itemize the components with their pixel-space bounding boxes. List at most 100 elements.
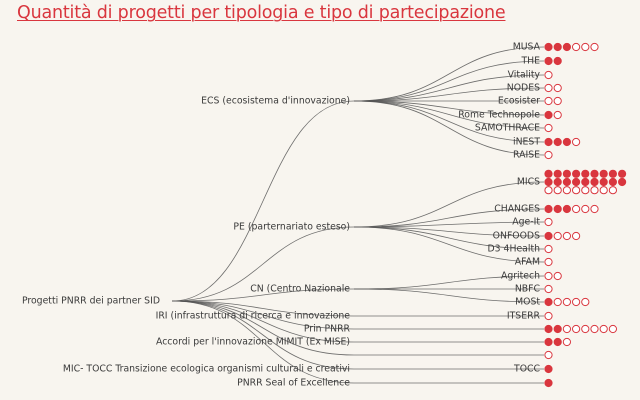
- project-dot-filled[interactable]: [562, 204, 572, 214]
- category-label-iri-infrastruttura-di-ricerca-e-innovazione[interactable]: IRI (infrastruttura di ricerca e innovaz…: [156, 311, 351, 322]
- project-dot-empty[interactable]: [562, 324, 572, 334]
- project-dot-filled[interactable]: [608, 169, 618, 178]
- page-title[interactable]: Quantità di progetti per tipologia e tip…: [17, 3, 506, 23]
- project-dot-empty[interactable]: [581, 42, 590, 52]
- project-dot-empty[interactable]: [553, 186, 562, 195]
- project-dot-filled[interactable]: [572, 177, 581, 187]
- project-dot-empty[interactable]: [544, 186, 553, 195]
- project-dot-empty[interactable]: [553, 297, 562, 307]
- project-dot-filled[interactable]: [581, 177, 590, 187]
- project-dot-empty[interactable]: [553, 271, 562, 281]
- project-dot-filled[interactable]: [544, 204, 553, 214]
- project-label-inest[interactable]: iNEST: [513, 137, 540, 148]
- project-dot-filled[interactable]: [544, 324, 553, 334]
- project-dot-empty[interactable]: [553, 83, 562, 93]
- project-label-nodes[interactable]: NODES: [507, 83, 540, 94]
- project-dot-filled[interactable]: [599, 169, 608, 178]
- project-dot-empty[interactable]: [572, 42, 581, 52]
- category-label-accordi-per-l-innovazione-mimit-ex-mise[interactable]: Accordi per l'innovazione MIMIT (Ex MISE…: [156, 337, 350, 348]
- project-dot-filled[interactable]: [544, 177, 553, 187]
- project-label-musa[interactable]: MUSA: [513, 42, 541, 53]
- project-dot-filled[interactable]: [590, 177, 599, 187]
- project-dot-filled[interactable]: [618, 177, 627, 187]
- project-dot-empty[interactable]: [544, 284, 553, 294]
- project-label-itserr[interactable]: ITSERR: [507, 311, 541, 322]
- project-dot-filled[interactable]: [544, 337, 553, 347]
- category-label-ecs-ecosistema-d-innovazione[interactable]: ECS (ecosistema d'innovazione): [201, 96, 350, 107]
- project-dot-filled[interactable]: [553, 137, 562, 147]
- project-dot-filled[interactable]: [590, 169, 599, 178]
- project-dot-empty[interactable]: [553, 96, 562, 106]
- project-dot-filled[interactable]: [544, 56, 553, 66]
- project-label-mics[interactable]: MICS: [517, 177, 540, 188]
- project-dot-filled[interactable]: [553, 324, 562, 334]
- project-dot-filled[interactable]: [608, 177, 618, 187]
- project-dot-filled[interactable]: [562, 137, 572, 147]
- project-label-most[interactable]: MOSt: [515, 297, 540, 308]
- project-dot-filled[interactable]: [553, 337, 562, 347]
- project-dot-filled[interactable]: [544, 137, 553, 147]
- project-dot-empty[interactable]: [581, 324, 590, 334]
- project-dot-filled[interactable]: [618, 169, 627, 178]
- project-dot-empty[interactable]: [544, 311, 553, 321]
- project-dot-empty[interactable]: [544, 123, 553, 133]
- project-dot-empty[interactable]: [572, 324, 581, 334]
- root-node-label[interactable]: Progetti PNRR dei partner SID: [22, 296, 160, 307]
- project-dot-filled[interactable]: [599, 177, 608, 187]
- project-dot-empty[interactable]: [599, 324, 608, 334]
- project-dot-filled[interactable]: [553, 169, 562, 178]
- project-dot-empty[interactable]: [544, 257, 553, 267]
- category-label-cn-centro-nazionale[interactable]: CN (Centro Nazionale: [250, 284, 350, 295]
- project-dot-empty[interactable]: [608, 186, 618, 195]
- project-dot-filled[interactable]: [562, 169, 572, 178]
- category-label-prin-pnrr[interactable]: Prin PNRR: [304, 324, 351, 335]
- project-dot-empty[interactable]: [572, 204, 581, 214]
- project-dot-empty[interactable]: [572, 297, 581, 307]
- project-dot-empty[interactable]: [572, 137, 581, 147]
- project-label-afam[interactable]: AFAM: [515, 257, 540, 268]
- project-dot-empty[interactable]: [544, 83, 553, 93]
- project-dot-filled[interactable]: [544, 297, 553, 307]
- category-label-pe-parternariato-esteso[interactable]: PE (parternariato esteso): [233, 222, 350, 233]
- project-dot-filled[interactable]: [553, 56, 562, 66]
- project-dot-empty[interactable]: [590, 324, 599, 334]
- project-label-tocc[interactable]: TOCC: [513, 364, 540, 375]
- project-dot-empty[interactable]: [562, 186, 572, 195]
- project-label-the[interactable]: THE: [520, 56, 540, 67]
- project-label-nbfc[interactable]: NBFC: [515, 284, 540, 295]
- project-label-vitality[interactable]: Vitality: [508, 70, 541, 81]
- project-dot-empty[interactable]: [553, 231, 562, 241]
- project-dot-filled[interactable]: [544, 169, 553, 178]
- project-dot-filled[interactable]: [544, 110, 553, 120]
- project-label-agritech[interactable]: Agritech: [501, 271, 540, 282]
- project-label-d3-4health[interactable]: D3 4Health: [488, 244, 541, 255]
- project-dot-filled[interactable]: [562, 42, 572, 52]
- project-dot-empty[interactable]: [572, 186, 581, 195]
- project-dot-empty[interactable]: [544, 244, 553, 254]
- project-dot-filled[interactable]: [553, 42, 562, 52]
- project-dot-empty[interactable]: [562, 337, 572, 347]
- project-label-ecosister[interactable]: Ecosister: [498, 96, 540, 107]
- project-dot-empty[interactable]: [581, 297, 590, 307]
- project-dot-empty[interactable]: [544, 350, 553, 360]
- category-label-mic-tocc-transizione-ecologica-organismi-culturali-e-creativi[interactable]: MIC- TOCC Transizione ecologica organism…: [63, 364, 350, 375]
- project-label-age-it[interactable]: Age-It: [512, 217, 540, 228]
- project-dot-filled[interactable]: [544, 231, 553, 241]
- project-dot-filled[interactable]: [581, 169, 590, 178]
- project-dot-empty[interactable]: [544, 271, 553, 281]
- project-dot-empty[interactable]: [581, 204, 590, 214]
- project-label-changes[interactable]: CHANGES: [494, 204, 540, 215]
- project-dot-filled[interactable]: [553, 177, 562, 187]
- project-dot-empty[interactable]: [572, 231, 581, 241]
- project-dot-empty[interactable]: [562, 297, 572, 307]
- project-label-rome-technopole[interactable]: Rome Technopole: [458, 110, 540, 121]
- project-dot-filled[interactable]: [544, 364, 553, 374]
- project-dot-empty[interactable]: [544, 217, 553, 227]
- project-dot-filled[interactable]: [553, 204, 562, 214]
- project-dot-empty[interactable]: [562, 231, 572, 241]
- project-dot-empty[interactable]: [590, 186, 599, 195]
- project-label-onfoods[interactable]: ONFOODS: [493, 231, 540, 242]
- project-dot-filled[interactable]: [572, 169, 581, 178]
- project-dot-empty[interactable]: [544, 150, 553, 160]
- project-dot-filled[interactable]: [562, 177, 572, 187]
